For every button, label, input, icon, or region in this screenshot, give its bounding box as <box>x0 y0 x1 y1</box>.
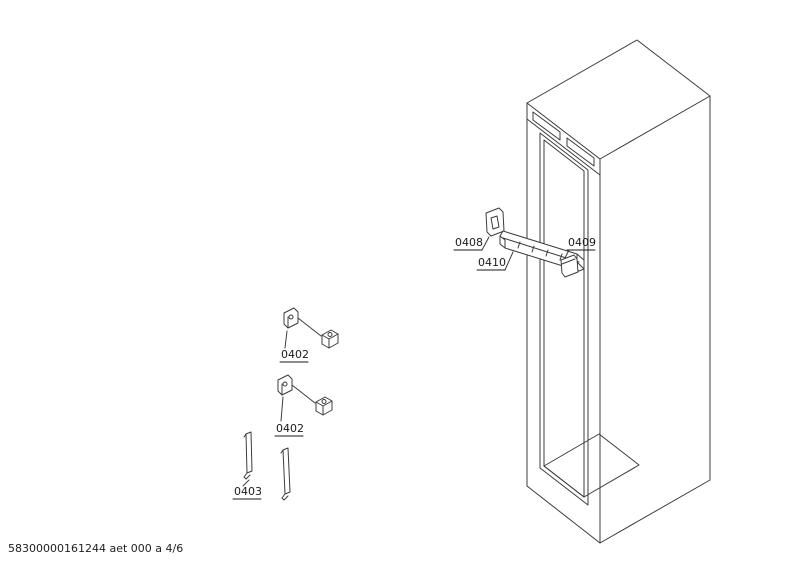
hinge-hole <box>282 381 288 387</box>
rail-left <box>245 431 253 474</box>
cabinet-vent-left <box>532 111 561 141</box>
rail-right-top-tab <box>280 449 284 454</box>
bearing-block-hole <box>321 399 327 404</box>
rail-left-foot <box>243 472 251 480</box>
cabinet-top-edges <box>526 95 711 544</box>
clip-outline <box>560 254 579 278</box>
bearing-block-hole <box>327 332 333 337</box>
bar-slots <box>517 241 563 261</box>
cabinet-outline <box>526 39 711 544</box>
rail-right-foot <box>281 493 289 501</box>
part-0402b-drawing <box>277 374 333 416</box>
hinge-bracket <box>283 307 299 329</box>
bearing-block-edges <box>321 333 339 349</box>
cabinet-drawing <box>526 39 711 544</box>
rail-left-top-tab <box>243 433 247 438</box>
part-label-0403[interactable]: 0403 <box>234 485 262 498</box>
cabinet-vent-right <box>566 137 595 167</box>
part-0409-drawing <box>560 254 579 278</box>
assembly-line <box>291 384 316 404</box>
leader-line-0403 <box>242 479 250 487</box>
assembly-line <box>297 317 322 337</box>
clip-fold-line <box>561 258 576 265</box>
part-label-0410[interactable]: 0410 <box>478 256 506 269</box>
plate-slot <box>490 215 500 230</box>
document-footer: 58300000161244 aet 000 a 4/6 <box>8 542 183 555</box>
label-0408-group: 0408 <box>453 236 490 251</box>
leader-line-0410 <box>504 251 514 271</box>
hinge-hole <box>288 314 294 320</box>
rail-right <box>282 447 291 495</box>
label-0410-group: 0410 <box>476 251 514 271</box>
label-0402a-group: 0402 <box>279 330 309 363</box>
part-label-0409[interactable]: 0409 <box>568 236 596 249</box>
interior-floor <box>543 433 640 498</box>
label-0409-group: 0409 <box>564 236 596 259</box>
leader-line-0402a <box>284 330 288 349</box>
hinge-bracket <box>277 374 293 396</box>
part-0408-drawing <box>485 207 505 237</box>
part-0402a-drawing <box>283 307 339 349</box>
part-0403-drawing <box>243 431 291 501</box>
leader-line-0408 <box>481 236 490 251</box>
plate-outline <box>485 207 505 237</box>
leader-line-0409 <box>564 249 570 259</box>
label-0402b-group: 0402 <box>274 396 304 437</box>
cabinet-top-band-line <box>526 118 601 176</box>
bar-endcap <box>499 235 506 249</box>
part-label-0402b[interactable]: 0402 <box>276 422 304 435</box>
leader-line-0402b <box>280 396 284 422</box>
part-label-0408[interactable]: 0408 <box>455 236 483 249</box>
label-0403-group: 0403 <box>232 479 262 500</box>
part-label-0402a[interactable]: 0402 <box>281 348 309 361</box>
door-opening-outer <box>539 132 589 506</box>
bearing-block-edges <box>315 400 333 416</box>
